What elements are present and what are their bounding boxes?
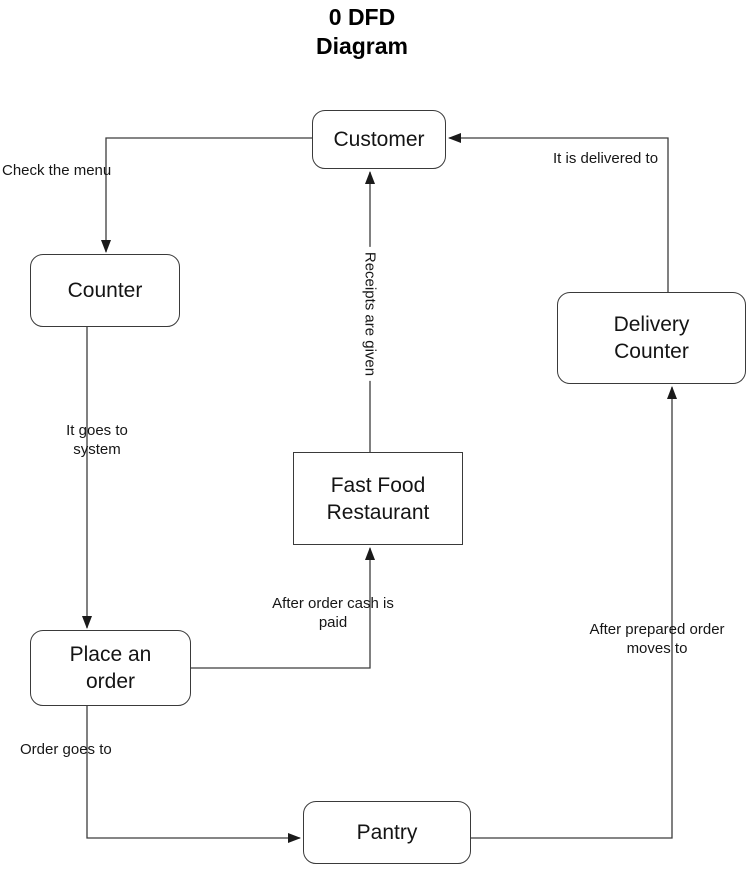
- node-pantry: Pantry: [303, 801, 471, 864]
- edge-customer-to-counter-line: [101, 137, 312, 253]
- node-place-an-order-label: Place an order: [69, 643, 152, 693]
- node-customer-label: Customer: [333, 128, 425, 151]
- node-customer: Customer: [312, 110, 446, 169]
- node-counter-label: Counter: [67, 279, 143, 302]
- edge-pantry-to-delivery-counter-line: [471, 386, 677, 839]
- edge-label-order-goes-to: Order goes to: [20, 741, 112, 758]
- edge-label-check-the-menu: Check the menu: [2, 162, 112, 179]
- node-fast-food-restaurant: Fast Food Restaurant: [293, 452, 463, 545]
- edge-delivery-counter-to-customer-line: [448, 133, 669, 292]
- node-fast-food-restaurant-label: Fast Food Restaurant: [326, 473, 430, 524]
- edge-label-receipts-are-given: Receipts are given: [360, 246, 380, 382]
- edge-place-order-to-restaurant-line: [191, 547, 375, 669]
- edge-label-it-is-delivered-to: It is delivered to: [553, 150, 659, 167]
- node-pantry-label: Pantry: [356, 821, 418, 844]
- edge-place-order-to-pantry-line: [86, 706, 301, 843]
- edge-label-after-prepared-order-moves-to: After prepared order moves to: [589, 621, 725, 657]
- node-place-an-order: Place an order: [30, 630, 191, 706]
- node-delivery-counter: Delivery Counter: [557, 292, 746, 384]
- edge-label-it-goes-to-system: It goes to system: [66, 422, 128, 458]
- diagram-title: 0 DFD Diagram: [315, 4, 409, 59]
- node-counter: Counter: [30, 254, 180, 327]
- node-delivery-counter-label: Delivery Counter: [613, 313, 690, 363]
- edge-label-after-order-cash-is-paid: After order cash is paid: [272, 595, 394, 631]
